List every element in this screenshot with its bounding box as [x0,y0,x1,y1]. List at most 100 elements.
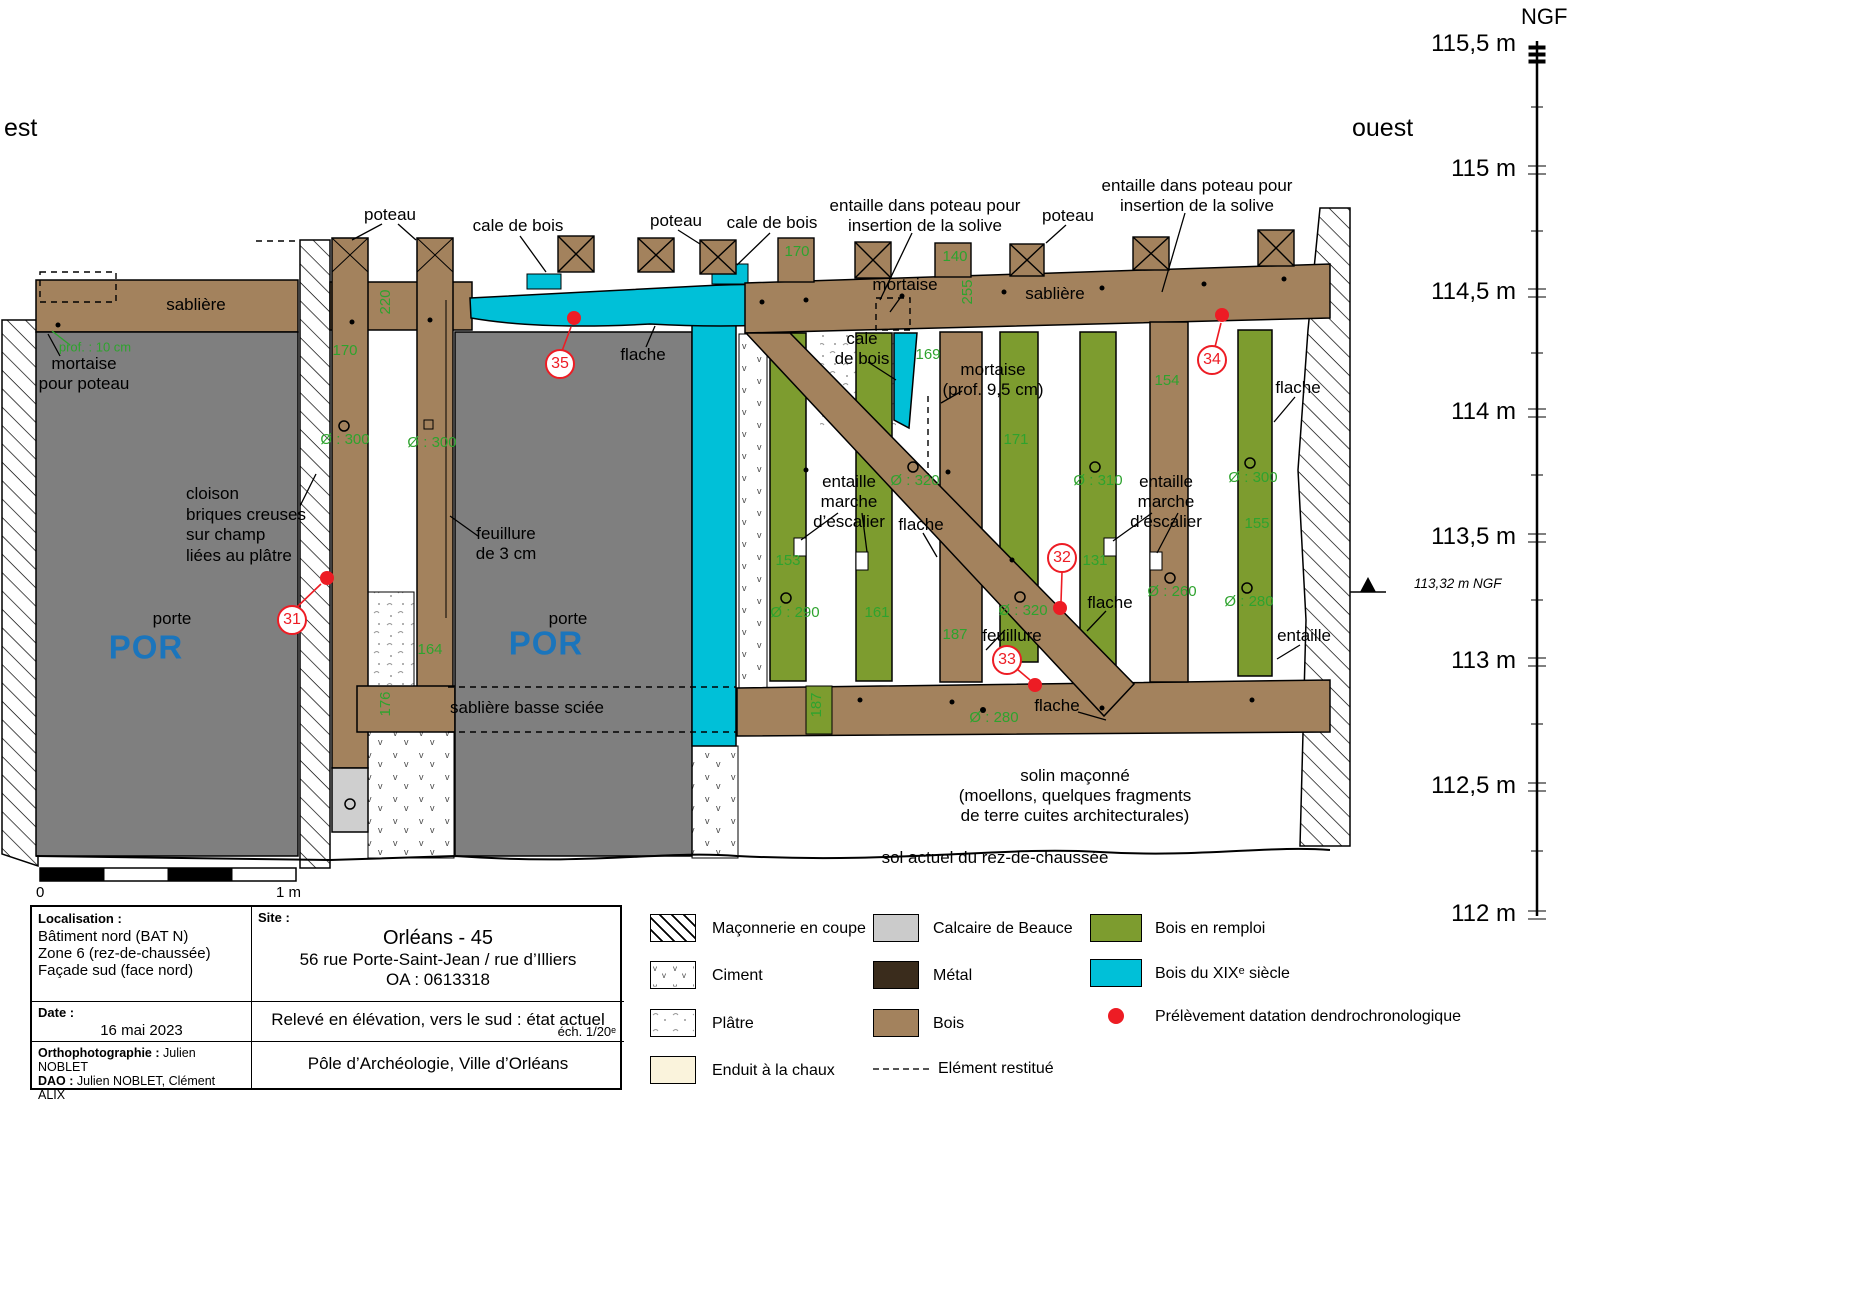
site-oa-number: OA : 0613318 [386,970,490,989]
calcaire-block [331,767,369,833]
site-address: 56 rue Porte-Saint-Jean / rue d’Illiers [299,950,577,969]
legend-label-xix: Bois du XIXᵉ siècle [1155,965,1290,982]
sample-33: 33 [992,645,1022,675]
ortho-value: Julien NOBLET [38,1046,196,1074]
dao-label: DAO : [38,1074,74,1088]
institution-name: Pôle d’Archéologie, Ville d’Orléans [307,1054,569,1073]
cyan-cale-diag [893,332,918,430]
ortho-label: Orthophotographie : [38,1046,160,1060]
ground-line [35,847,1331,862]
legend-label-restitue: Elément restitué [938,1060,1054,1077]
scale-bar [39,867,297,882]
legend-label-metal: Métal [933,967,973,984]
sabliere-left-beam [35,279,299,333]
ngf-113-32-label: 113,32 m NGF [1414,576,1502,591]
masonry-left [1,319,39,868]
label-cloison: cloison briques creuses sur champ liées … [186,484,307,566]
legend-swatch-calcaire [873,914,919,942]
peg-dots [55,276,1287,713]
titleblock-localisation-cell: Localisation : Bâtiment nord (BAT N) Zon… [32,907,252,1002]
site-city: Orléans - 45 [382,927,494,949]
callout-lines [47,212,1301,721]
site-label: Site : [258,910,290,925]
titleblock-credits-cell: Orthophotographie : Julien NOBLET DAO : … [32,1042,252,1102]
legend-label-dendro: Prélèvement datation dendrochronologique [1155,1008,1461,1025]
legend-swatch-metal [873,961,919,989]
ngf-label: 115 m [1451,155,1516,182]
legend-swatch-restitue [873,1068,929,1070]
legend-swatch-dendro [1108,1008,1124,1024]
dao-credit: DAO : Julien NOBLET, Clément ALIX [38,1074,245,1102]
orientation-east: est [4,114,38,142]
post-164 [416,237,454,689]
legend-swatch-bois [873,1009,919,1037]
wall-mid-grey [454,331,693,857]
localisation-line2: Zone 6 (rez-de-chaussée) [38,945,211,962]
ngf-label: 113,5 m [1431,523,1516,550]
dendro-leader-lines [296,322,1222,681]
releve-title: Relevé en élévation, vers le sud : état … [271,1010,605,1029]
orientation-west: ouest [1352,114,1414,142]
titleblock-date-cell: Date : 16 mai 2023 [32,1002,252,1042]
title-block: Localisation : Bâtiment nord (BAT N) Zon… [30,905,624,1102]
cyan-post [691,297,737,747]
ngf-label: 112,5 m [1431,772,1516,799]
sabliere-basse-piece [356,685,456,733]
ngf-label: 112 m [1451,900,1516,927]
remploi-bottom-piece [805,685,833,735]
dao-value: Julien NOBLET, Clément ALIX [38,1074,216,1102]
localisation-line1: Bâtiment nord (BAT N) [38,928,189,945]
localisation-line3: Façade sud (face nord) [38,962,194,979]
scalebar-zero: 0 [36,884,45,901]
titleblock-site-cell: Site : Orléans - 45 56 rue Porte-Saint-J… [252,907,624,1002]
sample-34: 34 [1197,345,1227,375]
legend-label-bois: Bois [933,1015,965,1032]
legend-swatch-ciment: vv [650,961,696,989]
ciment-zone [738,333,768,737]
sample-32: 32 [1047,543,1077,573]
legend-label-ciment: Ciment [712,967,763,984]
legend-label-platre: Plâtre [712,1015,754,1032]
ortho-credit: Orthophotographie : Julien NOBLET [38,1046,245,1074]
ciment-zone [691,745,739,859]
core-marks [338,420,1256,604]
legend-label-remploi: Bois en remploi [1155,920,1266,937]
legend-label-maconnerie: Maçonnerie en coupe [712,920,866,937]
legend-swatch-remploi [1090,914,1142,942]
ngf-label: 114 m [1451,398,1516,425]
legend-label-calcaire: Calcaire de Beauce [933,920,1073,937]
date-value: 16 mai 2023 [100,1022,183,1039]
ciment-zone [367,731,455,859]
joist-ends [557,229,1295,283]
partition-hatched-strip [299,239,331,869]
sample-31: 31 [277,605,307,635]
post-170 [331,237,369,769]
legend-label-enduit: Enduit à la chaux [712,1062,835,1079]
legend-swatch-platre [650,1009,696,1037]
date-label: Date : [38,1005,75,1020]
ngf-113-32-marker [1350,577,1386,593]
stair-notches [793,537,1163,571]
legend-swatch-enduit [650,1056,696,1084]
legend-swatch-xix [1090,959,1142,987]
titleblock-institution-cell: Pôle d’Archéologie, Ville d’Orléans [252,1042,624,1090]
dendro-sample-dots [320,308,1229,692]
platre-zone [367,591,415,689]
scale-note: éch. 1/20ᵉ [557,1024,616,1039]
ngf-ruler [1528,41,1546,920]
scalebar-one-m: 1 m [276,884,302,901]
restituted-elements [39,240,929,733]
ngf-label: 113 m [1451,647,1516,674]
titleblock-releve-cell: Relevé en élévation, vers le sud : état … [252,1002,624,1042]
diagonal-brace [744,332,1136,718]
localisation-label: Localisation : [38,911,122,926]
legend-swatch-maconnerie [650,914,696,942]
sample-35: 35 [545,349,575,379]
green-leader [51,330,71,346]
ngf-label: 114,5 m [1431,278,1516,305]
wall-left-grey [35,331,299,857]
cyan-cale-a [526,273,562,290]
ngf-label: 115,5 m [1431,30,1516,57]
